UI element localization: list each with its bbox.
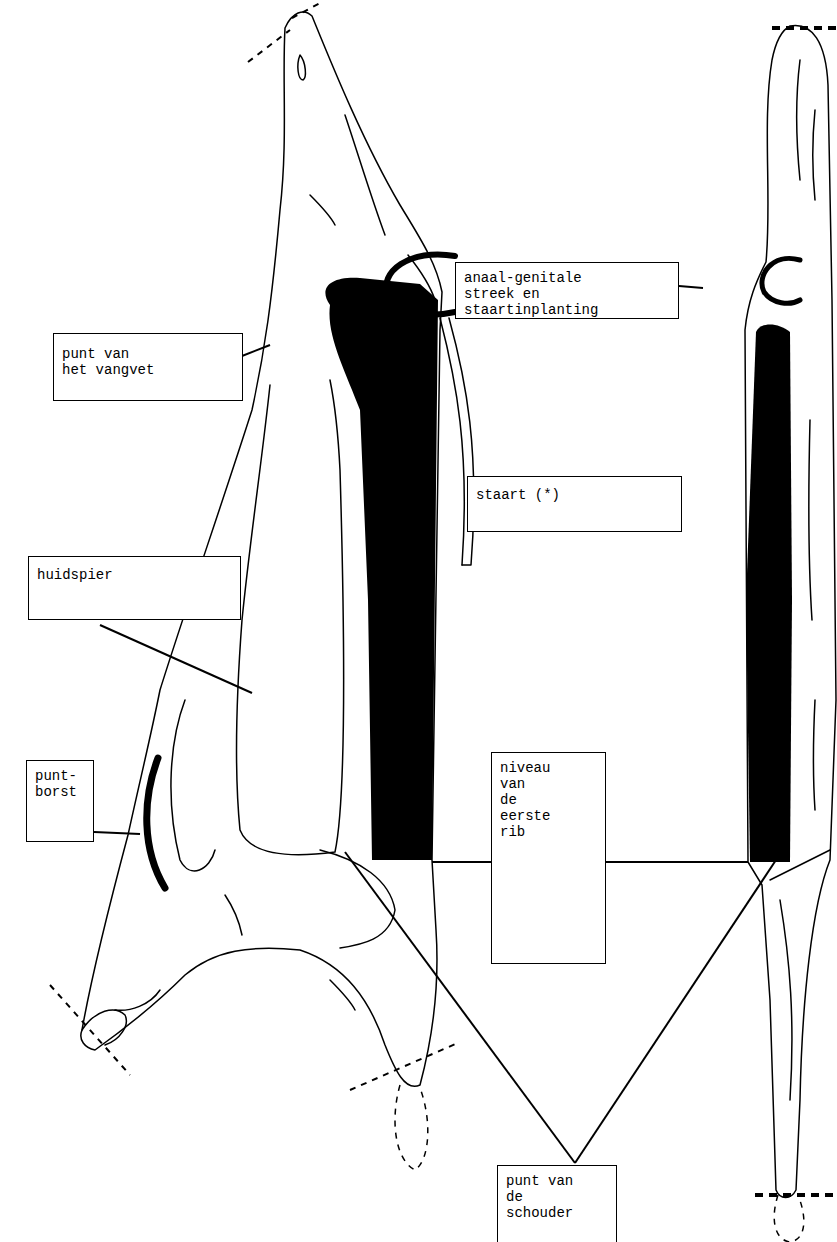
muscle-contour [814, 700, 816, 810]
cut-line [772, 26, 837, 30]
leg-contour [225, 895, 242, 935]
muscle-contour [809, 420, 812, 620]
hoof-outline [774, 1195, 804, 1242]
label-box: punt- borst [26, 760, 94, 842]
label-text: punt- borst [35, 768, 85, 800]
leader-line [100, 625, 252, 693]
muscle-contour [797, 60, 800, 180]
hoof-outline [82, 1010, 126, 1045]
skin-muscle-contour [236, 380, 343, 855]
cut-line [50, 985, 130, 1075]
cut-line [248, 30, 290, 62]
leader-line [242, 345, 270, 356]
cut-line [292, 2, 322, 18]
muscle-contour [345, 115, 385, 235]
label-box: punt van het vangvet [53, 333, 243, 401]
back-fat-band [325, 278, 438, 860]
right-carcass-outline [745, 25, 836, 1197]
breast-point-mark [147, 758, 165, 888]
left-carcass-outline [81, 12, 442, 1086]
label-box: anaal-genitale streek en staartinplantin… [455, 262, 679, 319]
label-box: niveau van de eerste rib [491, 752, 606, 964]
label-text: niveau van de eerste rib [500, 760, 552, 840]
anal-region-mark [386, 254, 455, 314]
muscle-contour [813, 110, 815, 200]
leg-contour [115, 990, 160, 1010]
muscle-contour [310, 195, 335, 225]
cut-line [350, 1042, 460, 1090]
tail-outline [440, 318, 464, 565]
label-box: huidspier [28, 556, 241, 620]
label-box: punt van de schouder [497, 1165, 617, 1242]
leg-contour [330, 980, 355, 1010]
back-fat-band [746, 325, 792, 863]
label-text: staart (*) [476, 487, 626, 503]
muscle-contour [780, 900, 792, 1100]
leader-line [679, 286, 703, 288]
leader-line [432, 861, 491, 863]
cut-line [755, 1193, 837, 1197]
label-box: staart (*) [467, 476, 682, 532]
label-text: huidspier [37, 567, 187, 583]
label-text: anaal-genitale streek en staartinplantin… [464, 270, 614, 318]
label-text: punt van het vangvet [62, 346, 158, 378]
leader-line [606, 861, 748, 863]
leader-line [94, 832, 140, 834]
label-text: punt van de schouder [506, 1173, 586, 1221]
anal-region-mark [762, 258, 800, 303]
breast-contour [171, 700, 215, 871]
shoulder-contour [320, 850, 395, 948]
hoof-outline [395, 1085, 428, 1170]
hook-hole [298, 55, 306, 80]
